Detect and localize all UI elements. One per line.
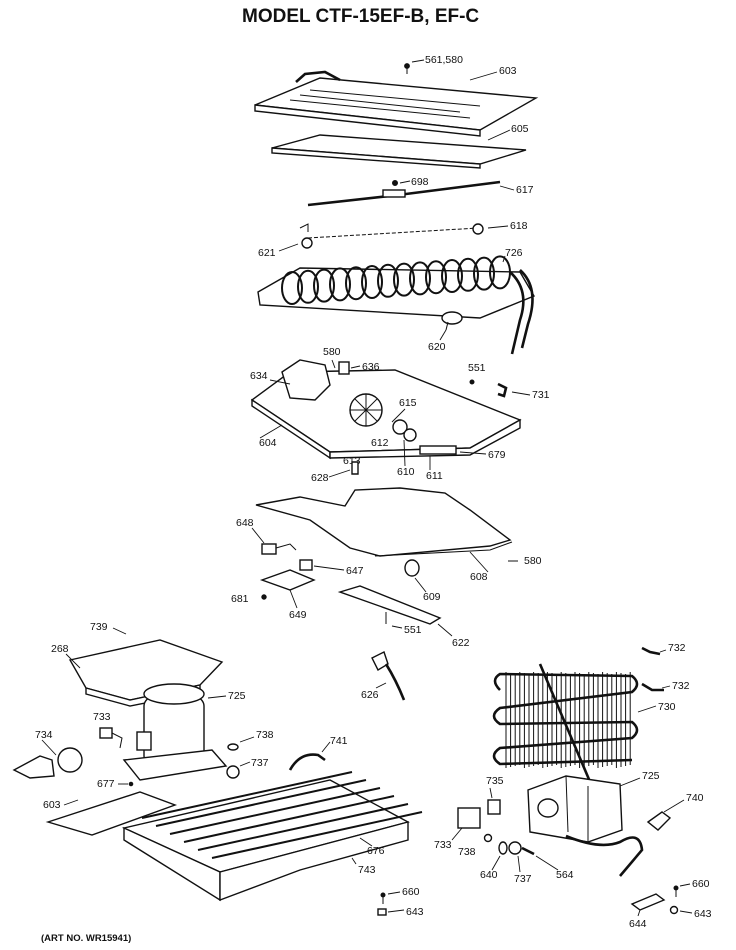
part-628-plug xyxy=(351,461,359,475)
callout-725-right: 725 xyxy=(642,770,660,782)
part-base-pan xyxy=(45,771,423,902)
callout-626: 626 xyxy=(361,689,379,701)
part-604-housing xyxy=(250,359,522,460)
part-561-580-screw xyxy=(404,63,410,74)
part-741-tube xyxy=(288,753,326,771)
part-731-bracket xyxy=(497,382,508,398)
callout-732-mid: 732 xyxy=(672,680,690,692)
part-649-plate xyxy=(259,569,316,591)
callout-648: 648 xyxy=(236,517,254,529)
part-725-compressor xyxy=(122,683,228,781)
part-618-621-heater xyxy=(299,223,484,249)
callout-622: 622 xyxy=(452,637,470,649)
callout-618: 618 xyxy=(510,220,528,232)
callout-634: 634 xyxy=(250,370,268,382)
art-number: (ART NO. WR15941) xyxy=(41,933,131,944)
callout-732-top: 732 xyxy=(668,642,686,654)
model-title: MODEL CTF-15EF-B, EF-C xyxy=(242,6,479,27)
callout-643-right: 643 xyxy=(694,908,712,920)
part-609-knob xyxy=(404,559,420,577)
callout-734: 734 xyxy=(35,729,53,741)
part-636-580-block xyxy=(338,361,350,375)
part-626-drain xyxy=(371,651,406,701)
part-605-cover xyxy=(271,134,527,169)
callout-643-left: 643 xyxy=(406,906,424,918)
callout-605: 605 xyxy=(511,123,529,135)
callout-640: 640 xyxy=(480,869,498,881)
callout-561-580: 561,580 xyxy=(425,54,463,66)
callout-564: 564 xyxy=(556,869,574,881)
part-730-condenser xyxy=(492,663,639,811)
part-737-bushing-right xyxy=(508,841,522,855)
callout-660-right: 660 xyxy=(692,878,710,890)
callout-604: 604 xyxy=(259,437,277,449)
part-648-switch xyxy=(261,543,297,555)
part-640-gasket xyxy=(498,841,508,855)
part-732-clip-mid xyxy=(641,682,664,692)
callout-636: 636 xyxy=(362,361,380,373)
callout-679: 679 xyxy=(488,449,506,461)
part-617-rod xyxy=(307,180,501,207)
callout-733-left: 733 xyxy=(93,711,111,723)
part-737-bushing xyxy=(226,765,240,779)
callout-681: 681 xyxy=(231,593,249,605)
callout-649: 649 xyxy=(289,609,307,621)
part-644-strap xyxy=(630,893,666,911)
part-647-holder xyxy=(299,559,313,571)
callout-611: 611 xyxy=(426,470,443,482)
callout-735: 735 xyxy=(486,775,504,787)
callout-612: 612 xyxy=(371,437,389,449)
callout-726: 726 xyxy=(505,247,523,259)
callout-737-right: 737 xyxy=(514,873,532,885)
part-726-evaporator xyxy=(257,255,536,355)
callout-660-left: 660 xyxy=(402,886,420,898)
callout-603-top: 603 xyxy=(499,65,517,77)
part-740-bracket xyxy=(646,811,672,831)
callout-609: 609 xyxy=(423,591,441,603)
callout-617: 617 xyxy=(516,184,534,196)
callout-733-right: 733 xyxy=(434,839,452,851)
callout-608: 608 xyxy=(470,571,488,583)
callout-738: 738 xyxy=(256,729,274,741)
part-733-relay-right xyxy=(457,807,481,829)
callout-621: 621 xyxy=(258,247,276,259)
part-603-top-pan xyxy=(254,70,539,137)
callout-725-left: 725 xyxy=(228,690,246,702)
callout-677: 677 xyxy=(97,778,115,790)
part-734-overload xyxy=(12,747,83,779)
callout-580-mid: 580 xyxy=(524,555,542,567)
part-725-shroud xyxy=(527,775,644,877)
callout-676: 676 xyxy=(367,845,385,857)
callout-647: 647 xyxy=(346,565,364,577)
callout-698: 698 xyxy=(411,176,429,188)
callout-644: 644 xyxy=(629,918,647,930)
callout-737-left: 737 xyxy=(251,757,269,769)
part-733-relay xyxy=(99,727,123,749)
callout-628: 628 xyxy=(311,472,329,484)
part-564-shaft xyxy=(521,846,535,856)
callout-740: 740 xyxy=(686,792,704,804)
part-738-grommet xyxy=(227,743,239,751)
callout-741: 741 xyxy=(330,735,348,747)
callout-610: 610 xyxy=(397,466,415,478)
callout-603-bottom: 603 xyxy=(43,799,61,811)
callout-739: 739 xyxy=(90,621,108,633)
callout-551-mid: 551 xyxy=(404,624,422,636)
callout-580: 580 xyxy=(323,346,341,358)
part-620-clip xyxy=(441,311,463,331)
callout-731: 731 xyxy=(532,389,550,401)
callout-615: 615 xyxy=(399,397,417,409)
callout-620: 620 xyxy=(428,341,446,353)
callout-730: 730 xyxy=(658,701,676,713)
part-735-relay xyxy=(487,799,501,815)
part-608-bottom-panel xyxy=(255,487,513,557)
part-732-clip-top xyxy=(641,646,661,656)
callout-743: 743 xyxy=(358,864,376,876)
part-622-duct xyxy=(337,585,442,625)
callout-268: 268 xyxy=(51,643,69,655)
callout-738-right: 738 xyxy=(458,846,476,858)
callout-551-top: 551 xyxy=(468,362,486,374)
